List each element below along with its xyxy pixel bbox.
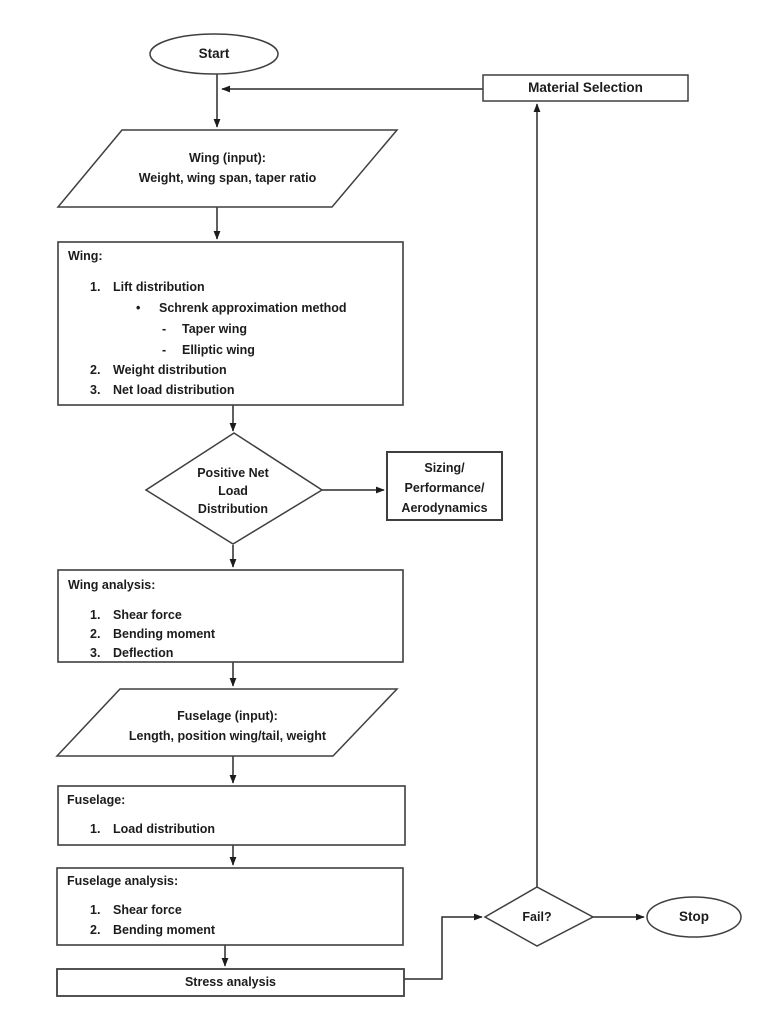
wing-analysis-item-3: 3. Deflection [90,646,173,660]
wing-item-dash-1-marker: - [162,322,167,336]
wing-item-2-marker: 2. [90,363,101,377]
start-node-shape [149,33,279,75]
material-selection-node-shape [482,74,689,102]
positive-net-load-line3: Distribution [197,502,269,516]
wing-item-bullet: • Schrenk approximation method [136,301,347,315]
wing-analysis-item-2-marker: 2. [90,627,101,641]
wing-node-shape [57,241,404,406]
fuselage-analysis-title: Fuselage analysis: [67,874,179,888]
fuselage-analysis-item-1: 1. Shear force [90,903,182,917]
fuselage-input-title: Fuselage (input): [177,709,278,723]
sizing-node-shape [386,451,503,521]
fuselage-analysis-item-2: 2. Bending moment [90,923,215,937]
wing-item-1-text: Lift distribution [113,280,205,294]
material-selection-label: Material Selection [528,80,643,95]
fuselage-item-1-marker: 1. [90,822,101,836]
fuselage-analysis-item-2-marker: 2. [90,923,101,937]
wing-analysis-item-2: 2. Bending moment [90,627,215,641]
wing-item-bullet-marker: • [136,301,141,315]
wing-item-3: 3. Net load distribution [90,383,235,397]
positive-net-load-line2: Load [218,484,248,498]
wing-item-bullet-text: Schrenk approximation method [159,301,347,315]
fuselage-node-shape [57,785,406,846]
wing-analysis-item-2-text: Bending moment [113,627,216,641]
fail-decision-shape [483,886,595,947]
start-label: Start [198,46,230,61]
fuselage-analysis-item-1-marker: 1. [90,903,101,917]
wing-item-2-text: Weight distribution [113,363,227,377]
wing-input-label: Wing (input): Weight, wing span, taper r… [80,148,375,188]
positive-net-load-line1: Positive Net [197,466,269,480]
wing-title: Wing: [68,249,103,263]
wing-analysis-node-shape [57,569,404,663]
wing-item-dash-1-text: Taper wing [182,322,248,336]
fuselage-analysis-item-2-text: Bending moment [113,923,216,937]
fuselage-title: Fuselage: [67,793,126,807]
fuselage-input-subtitle: Length, position wing/tail, weight [128,729,327,743]
arrow-stress-to-fail [404,913,483,980]
wing-item-1: 1. Lift distribution [90,280,205,294]
fuselage-item-1-text: Load distribution [113,822,216,836]
fuselage-input-label: Fuselage (input): Length, position wing/… [90,706,365,746]
sizing-line3: Aerodynamics [401,501,488,515]
wing-item-dash-1: - Taper wing [162,322,247,336]
wing-input-node-shape [56,129,399,208]
stop-node-shape [646,896,742,938]
wing-analysis-title: Wing analysis: [68,578,156,592]
wing-item-dash-2-text: Elliptic wing [182,343,255,357]
wing-item-dash-2: - Elliptic wing [162,343,255,357]
positive-net-load-decision-shape [144,432,324,545]
wing-analysis-item-3-marker: 3. [90,646,101,660]
sizing-line2: Performance/ [404,481,485,495]
sizing-line1: Sizing/ [424,461,465,475]
fuselage-input-node-shape [55,688,399,757]
wing-input-title: Wing (input): [189,151,266,165]
wing-item-1-marker: 1. [90,280,101,294]
wing-analysis-item-1-text: Shear force [113,608,182,622]
wing-analysis-item-3-text: Deflection [113,646,174,660]
wing-item-3-marker: 3. [90,383,101,397]
wing-item-dash-2-marker: - [162,343,167,357]
fuselage-analysis-item-1-text: Shear force [113,903,182,917]
stop-label: Stop [679,909,709,924]
wing-input-subtitle: Weight, wing span, taper ratio [138,171,317,185]
stress-analysis-label: Stress analysis [184,975,277,989]
fuselage-analysis-node-shape [56,867,404,946]
wing-analysis-item-1-marker: 1. [90,608,101,622]
wing-item-3-text: Net load distribution [113,383,235,397]
wing-item-2: 2. Weight distribution [90,363,227,377]
fail-label: Fail? [522,910,552,924]
wing-analysis-item-1: 1. Shear force [90,608,182,622]
fuselage-item-1: 1. Load distribution [90,822,215,836]
stress-analysis-node-shape [56,968,405,997]
positive-net-load-label: Positive Net Load Distribution [173,464,293,518]
sizing-label: Sizing/ Performance/ Aerodynamics [389,458,500,518]
